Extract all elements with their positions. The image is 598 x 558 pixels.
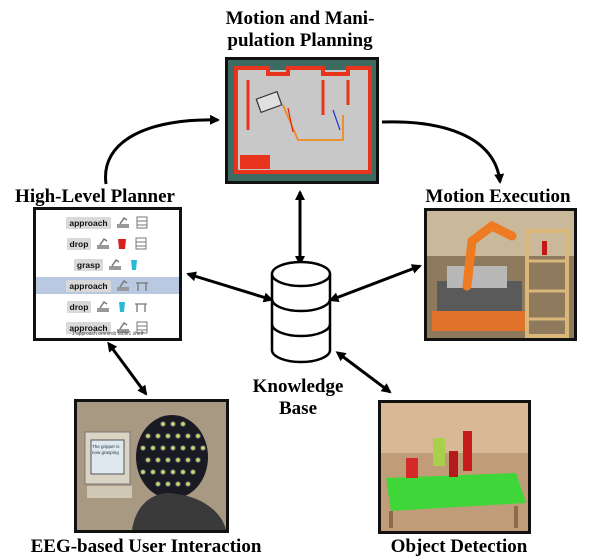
motion-execution-photo: [424, 208, 577, 341]
plan-step: grasp: [40, 256, 175, 273]
robot-icon: [116, 216, 129, 228]
electrode-dot: [185, 457, 191, 463]
electrode-dot: [145, 457, 151, 463]
electrode-dot: [140, 445, 146, 451]
arrow-kb-planner: [186, 271, 274, 303]
electrode-dot: [160, 445, 166, 451]
arrow-kb-execution: [328, 264, 422, 302]
arrow-planner-eeg: [107, 341, 148, 396]
object-detection-title: Object Detection: [390, 536, 528, 557]
electrode-dot: [170, 469, 176, 475]
robot-icon: [116, 321, 129, 333]
electrode-dot: [155, 457, 161, 463]
electrode-dot: [180, 469, 186, 475]
table-icon: [135, 282, 148, 291]
plan-action-label: grasp: [73, 258, 104, 271]
high-level-planner-panel: approach drop grasp approach drop approa…: [33, 207, 182, 341]
robot-arm-image: [427, 211, 574, 338]
electrode-dot: [170, 445, 176, 451]
red-cup-icon: [118, 239, 127, 249]
shelf-icon: [136, 321, 148, 334]
high-level-planner-title: High-Level Planner: [15, 186, 175, 207]
arrow-kb-object-detection: [335, 351, 392, 394]
robot-icon: [97, 237, 110, 249]
plan-action-label: approach: [66, 279, 111, 292]
motion-planning-line2: pulation Planning: [227, 30, 373, 51]
electrode-dot: [190, 445, 196, 451]
plan-action-label: approach: [66, 216, 111, 229]
electrode-dot: [160, 421, 166, 427]
plan-action-label: drop: [66, 237, 92, 250]
electrode-dot: [200, 445, 206, 451]
eeg-user-photo: The gripper is now grasping: [74, 399, 229, 533]
plan-step: approach: [40, 214, 175, 231]
electrode-dot: [175, 433, 181, 439]
electrode-dot: [165, 433, 171, 439]
arrow-motion-planning-to-execution: [381, 120, 505, 184]
knowledge-base-line2: Base: [279, 398, 317, 419]
plan-action-label: approach: [66, 321, 111, 334]
electrode-dot: [150, 469, 156, 475]
electrode-dot: [150, 445, 156, 451]
electrode-dot: [165, 481, 171, 487]
table-objects-image: [381, 403, 528, 531]
occupancy-map-image: [228, 60, 376, 181]
shelf-icon: [135, 237, 147, 250]
eeg-interaction-title: EEG-based User Interaction: [30, 536, 262, 557]
cyan-cup-icon: [131, 260, 138, 270]
shelf-icon: [136, 216, 148, 229]
electrode-dot: [140, 469, 146, 475]
electrode-dot: [185, 433, 191, 439]
robot-icon: [116, 279, 129, 291]
plan-step: drop: [40, 298, 175, 315]
electrode-dot: [175, 457, 181, 463]
electrode-dot: [145, 433, 151, 439]
table-icon: [135, 303, 148, 312]
eeg-screen-text: The gripper is now grasping: [92, 444, 120, 455]
robot-icon: [97, 300, 110, 312]
plan-step: drop: [40, 235, 175, 252]
electrode-dot: [155, 481, 161, 487]
electrode-dot: [180, 445, 186, 451]
electrode-dot: [180, 421, 186, 427]
plan-step: approach: [40, 319, 175, 336]
electrode-dot: [155, 433, 161, 439]
cyan-cup-icon: [119, 302, 126, 312]
planner-caption: 1 approach omnirob table1 shelf: [71, 331, 144, 337]
electrode-dot: [185, 481, 191, 487]
electrode-dot: [160, 469, 166, 475]
object-detection-photo: [378, 400, 531, 534]
robot-icon: [109, 258, 122, 270]
plan-action-label: drop: [66, 300, 92, 313]
electrode-dot: [170, 421, 176, 427]
electrode-dot: [190, 469, 196, 475]
eeg-cap-image: [77, 402, 226, 530]
database-icon: [270, 260, 332, 364]
eeg-electrodes: [140, 421, 206, 487]
electrode-dot: [165, 457, 171, 463]
motion-planning-map: [225, 57, 379, 184]
knowledge-base-line1: Knowledge: [252, 376, 344, 397]
plan-step-highlighted: approach: [36, 277, 179, 294]
electrode-dot: [195, 433, 201, 439]
motion-planning-title: Motion and Mani- pulation Planning: [200, 8, 400, 52]
motion-planning-line1: Motion and Mani-: [225, 8, 375, 29]
motion-execution-title: Motion Execution: [425, 186, 571, 207]
electrode-dot: [195, 457, 201, 463]
electrode-dot: [175, 481, 181, 487]
knowledge-base-title: Knowledge Base: [238, 376, 358, 420]
arrow-planner-to-motion-planning: [104, 114, 220, 185]
